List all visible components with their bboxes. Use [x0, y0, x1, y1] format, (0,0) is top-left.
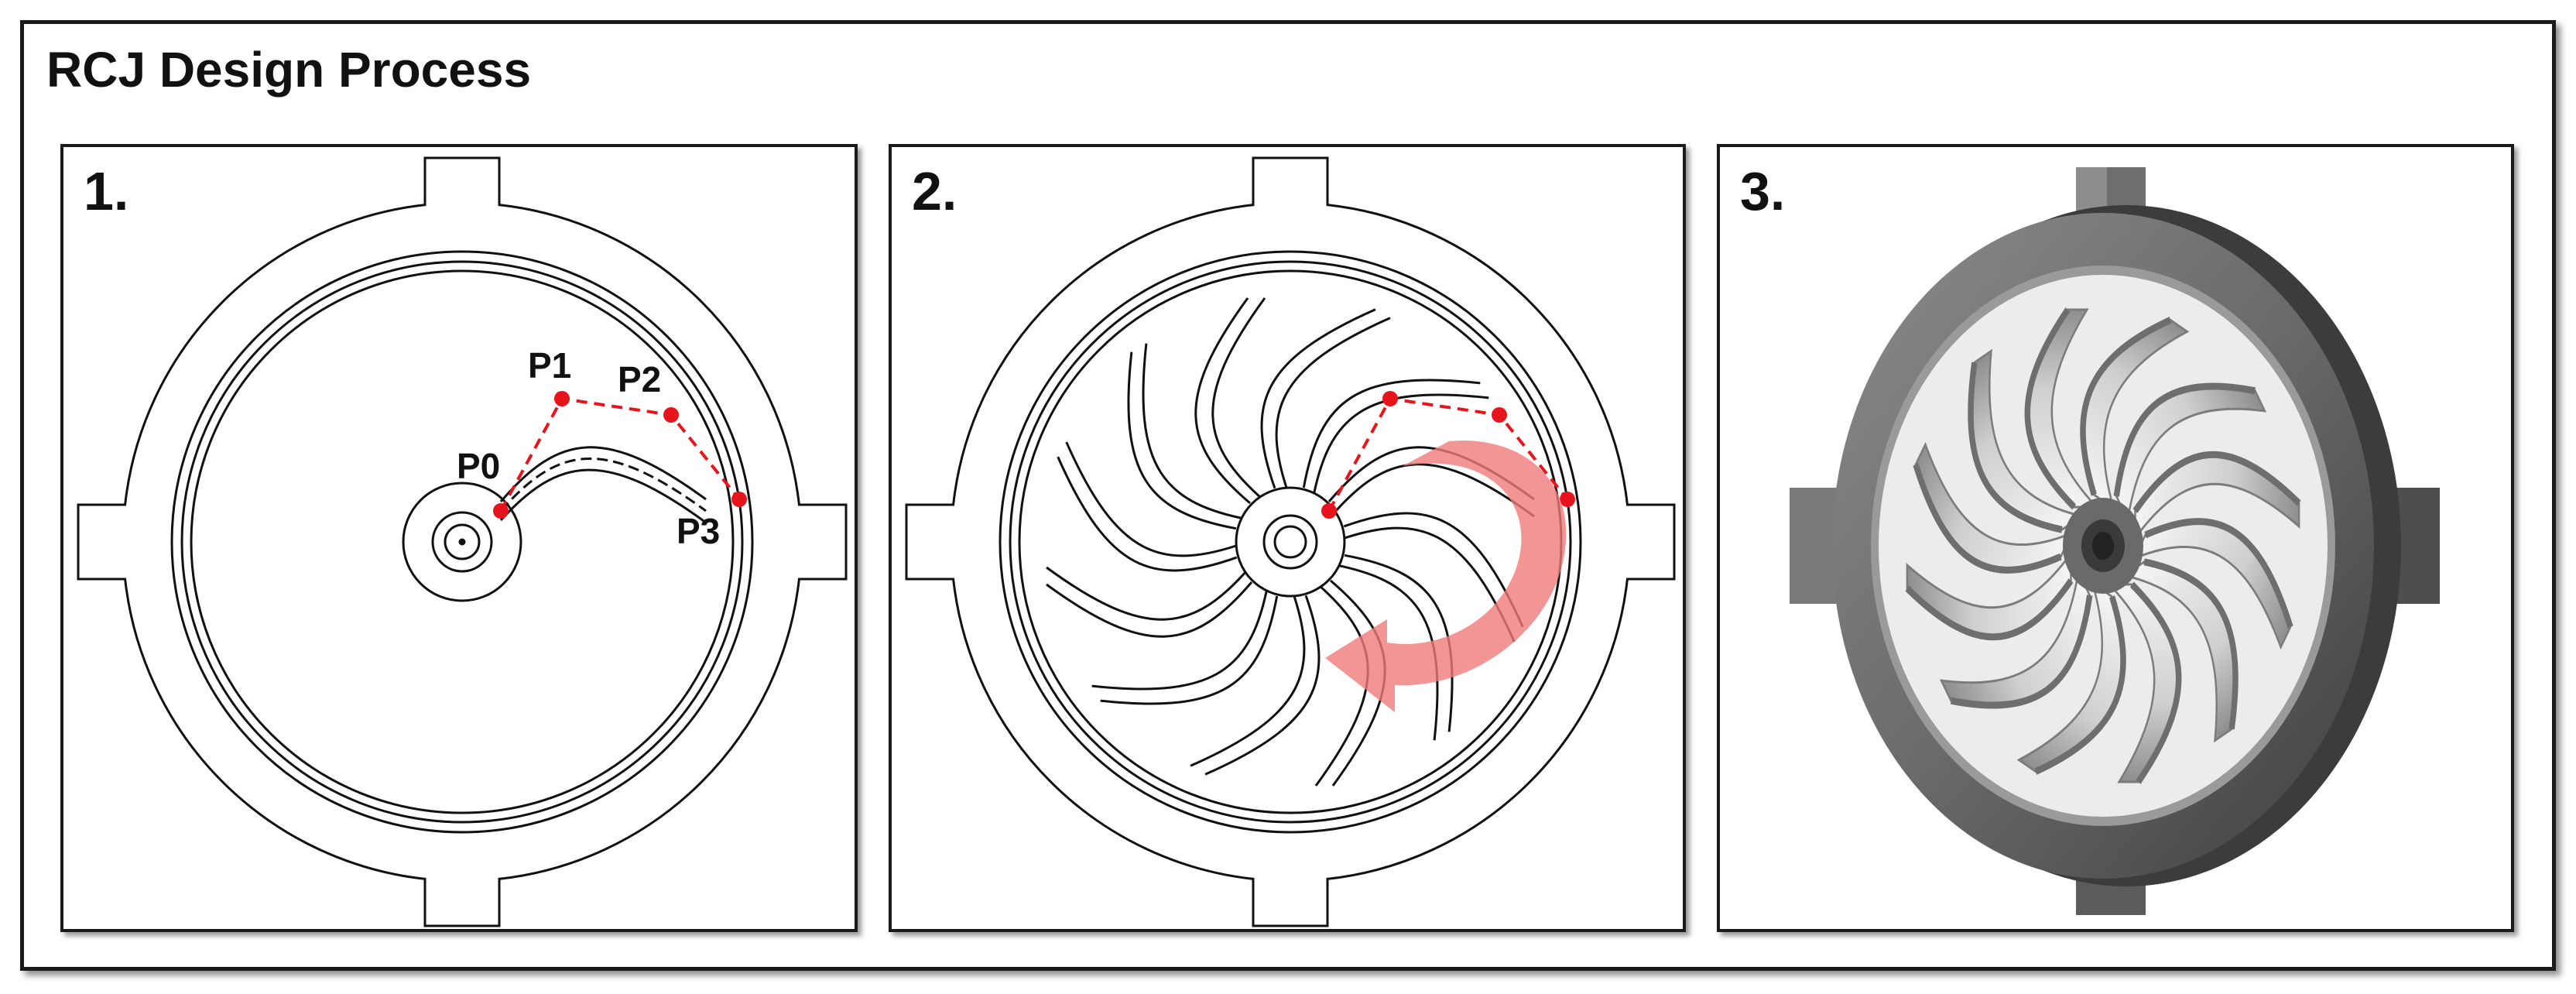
control-point-p1: [554, 391, 570, 406]
panel-number: 2.: [912, 161, 957, 221]
label-p1: P1: [528, 345, 571, 386]
blade: [1091, 581, 1279, 705]
label-p0: P0: [457, 446, 500, 486]
panel-3: 3.: [1717, 144, 2514, 932]
blade: [1057, 441, 1246, 572]
blade: [1334, 512, 1524, 643]
control-point-p0: [493, 503, 509, 519]
blade-curve: [499, 446, 707, 502]
housing-outline: [905, 156, 1676, 927]
hub: [1235, 486, 1346, 598]
blade: [2024, 307, 2099, 510]
blade-array-drawing: [905, 156, 1676, 927]
blade: [2016, 581, 2126, 775]
blade: [2132, 451, 2301, 541]
panel-2: 2.: [889, 144, 1686, 932]
blade: [2132, 518, 2293, 650]
blade: [1329, 554, 1454, 741]
blade: [1046, 564, 1253, 638]
bezier-control-polygon: [493, 391, 747, 519]
figure-title: RCJ Design Process: [46, 42, 532, 98]
panel-number: 3.: [1740, 161, 1786, 221]
blade: [2107, 581, 2182, 784]
blade: [1190, 586, 1321, 776]
blade: [1260, 308, 1391, 498]
bezier-control-polygon: [1321, 391, 1575, 519]
blade: [1939, 568, 2093, 709]
label-p2: P2: [618, 359, 661, 399]
blade: [2122, 558, 2239, 743]
housing-outline: [77, 156, 848, 927]
blade: [1905, 550, 2074, 640]
housing-tabs: [1790, 167, 2440, 915]
blade: [1302, 379, 1489, 503]
blade: [1127, 343, 1252, 530]
control-point-p2: [663, 407, 679, 423]
blade-design-drawing: P0 P1 P2 P3: [77, 156, 848, 927]
blade-array: [1046, 297, 1535, 787]
blade: [1968, 348, 2084, 533]
blade: [1913, 441, 2074, 574]
blade: [1194, 297, 1268, 505]
label-p3: P3: [677, 511, 720, 551]
blade: [2080, 317, 2190, 511]
panel-number: 1.: [84, 161, 129, 221]
hub: [402, 482, 522, 602]
outer-ring: [999, 250, 1582, 834]
panel-1: 1. P0 P1: [60, 144, 858, 932]
blade-array: [1905, 307, 2301, 784]
rotation-arrow-icon: [1325, 440, 1567, 712]
outer-ring: [170, 250, 754, 834]
control-point-p3: [731, 492, 747, 507]
rendered-3d-model: [1790, 167, 2440, 915]
blade: [2113, 382, 2267, 523]
